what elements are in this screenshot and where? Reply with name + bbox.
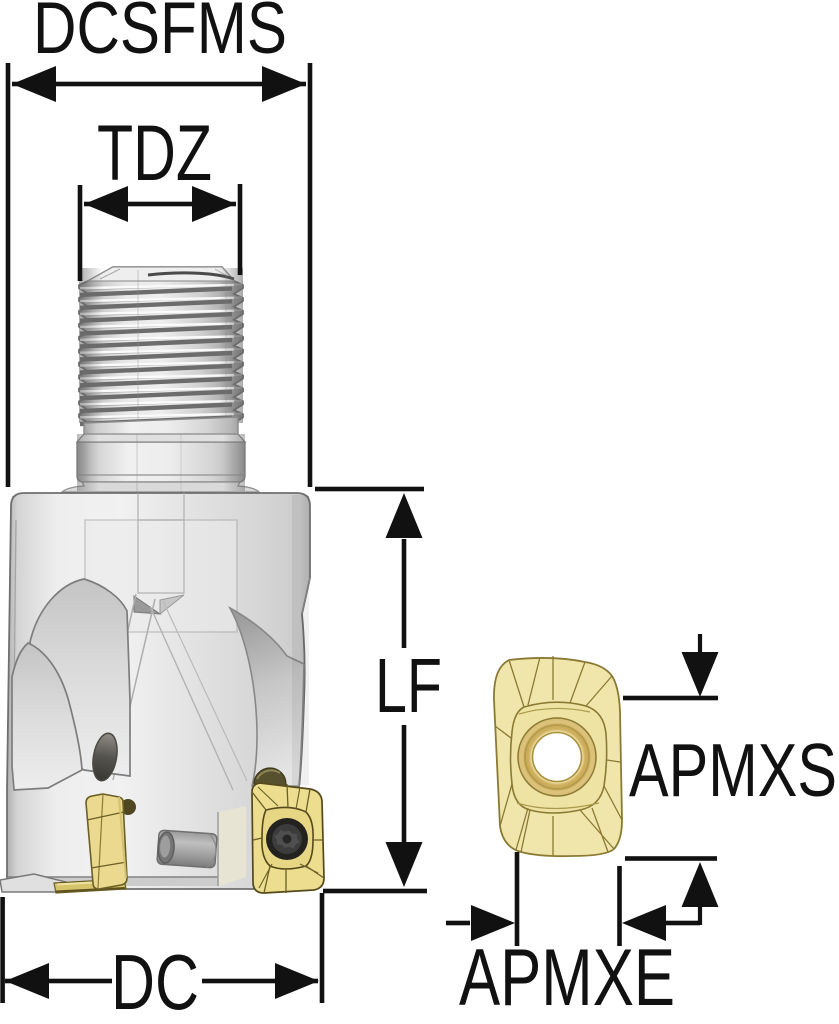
svg-text:TDZ: TDZ: [97, 108, 212, 197]
svg-text:DCSFMS: DCSFMS: [33, 0, 287, 69]
svg-text:LF: LF: [375, 643, 442, 729]
svg-text:DC: DC: [111, 938, 199, 1024]
svg-text:APMXE: APMXE: [459, 933, 675, 1023]
svg-text:APMXS: APMXS: [629, 728, 837, 812]
